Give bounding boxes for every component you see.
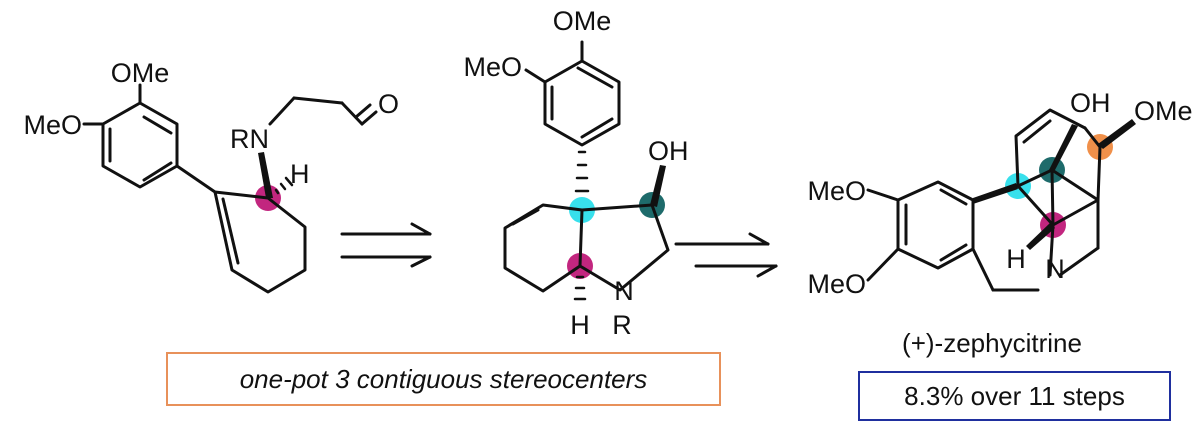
aromatic-ring [896, 180, 975, 270]
oh-label: OH [1070, 88, 1111, 118]
chain-bond [292, 96, 344, 105]
cyclohexene-double-bond [1022, 119, 1052, 144]
stereo-wedge [650, 165, 666, 207]
r-label: R [612, 310, 632, 340]
reaction-arrow-2 [674, 232, 778, 278]
stereo-wedge [258, 152, 273, 198]
aryl-double-bond [939, 188, 968, 206]
chain-bond [340, 101, 364, 126]
stereo-wedge [1049, 124, 1078, 170]
oh-label: OH [648, 136, 689, 166]
h-label: H [570, 310, 590, 340]
aryl-double-bond [939, 243, 968, 262]
stereo-hash [574, 150, 590, 193]
ring-bond [1051, 198, 1100, 227]
cyclohexene-ring [1014, 108, 1087, 188]
n-label: N [614, 276, 634, 306]
meo-bond [524, 68, 547, 84]
ome-label: OMe [1134, 96, 1193, 126]
stereo-wedge [1026, 222, 1055, 250]
ring-bond [1096, 145, 1102, 202]
meo-label: MeO [463, 52, 522, 82]
h-label: H [1006, 244, 1026, 274]
chain-bond [268, 96, 296, 126]
o-label: O [378, 89, 399, 119]
stereo-hash [274, 176, 294, 195]
yield-note: 8.3% over 11 steps [858, 371, 1171, 421]
intermediate: OMe MeO OH N R H [463, 6, 688, 340]
aryl-ring [101, 101, 179, 189]
ring-bond [971, 247, 995, 292]
meo-bond [866, 188, 900, 202]
aryl-double-bond [142, 115, 173, 135]
ring-bond [1083, 126, 1102, 149]
reaction-arrow-1 [340, 222, 432, 268]
stereo-wedge [1098, 119, 1136, 149]
carbonyl-bond [354, 103, 372, 119]
meo-bond [866, 247, 900, 282]
compound-name: (+)-zephycitrine [902, 328, 1082, 358]
stereo-hash [573, 275, 587, 301]
ome-label: OMe [553, 6, 612, 36]
rn-label: RN [230, 124, 269, 154]
aryl-double-bond [580, 117, 614, 139]
ring-bond [1016, 184, 1055, 227]
bridge-bond [1050, 168, 1100, 202]
ome-label: OMe [111, 58, 170, 88]
ring-bond [1048, 223, 1055, 277]
cyclohexene-ring [503, 203, 584, 293]
meo-top-label: MeO [807, 176, 866, 206]
aryl-double-bond [576, 66, 614, 89]
h-label: H [290, 159, 310, 189]
pyrrolidine-ring [578, 203, 670, 292]
bridge-bond [1050, 168, 1055, 227]
bridge-bond [1016, 168, 1054, 188]
stereo-wedge [973, 183, 1018, 204]
cyclohexene-double-bond [511, 208, 540, 226]
stereocenter-note: one-pot 3 contiguous stereocenters [166, 352, 721, 406]
n-label: N [1045, 254, 1065, 284]
cyclohexene-double-bond [221, 197, 240, 265]
ring-bond [1058, 246, 1100, 277]
carbonyl-bond [360, 110, 378, 126]
aryl-double-bond [142, 161, 173, 182]
meo-bottom-label: MeO [807, 269, 866, 299]
aryl-ring [543, 59, 621, 147]
product-zephycitrine: MeO MeO OH OMe N H (+)-zephycitrine [807, 88, 1192, 358]
meo-label: MeO [23, 110, 82, 140]
aryl-cyclohexene-bond [175, 164, 217, 194]
starting-material: OMe MeO RN H O [23, 58, 399, 294]
